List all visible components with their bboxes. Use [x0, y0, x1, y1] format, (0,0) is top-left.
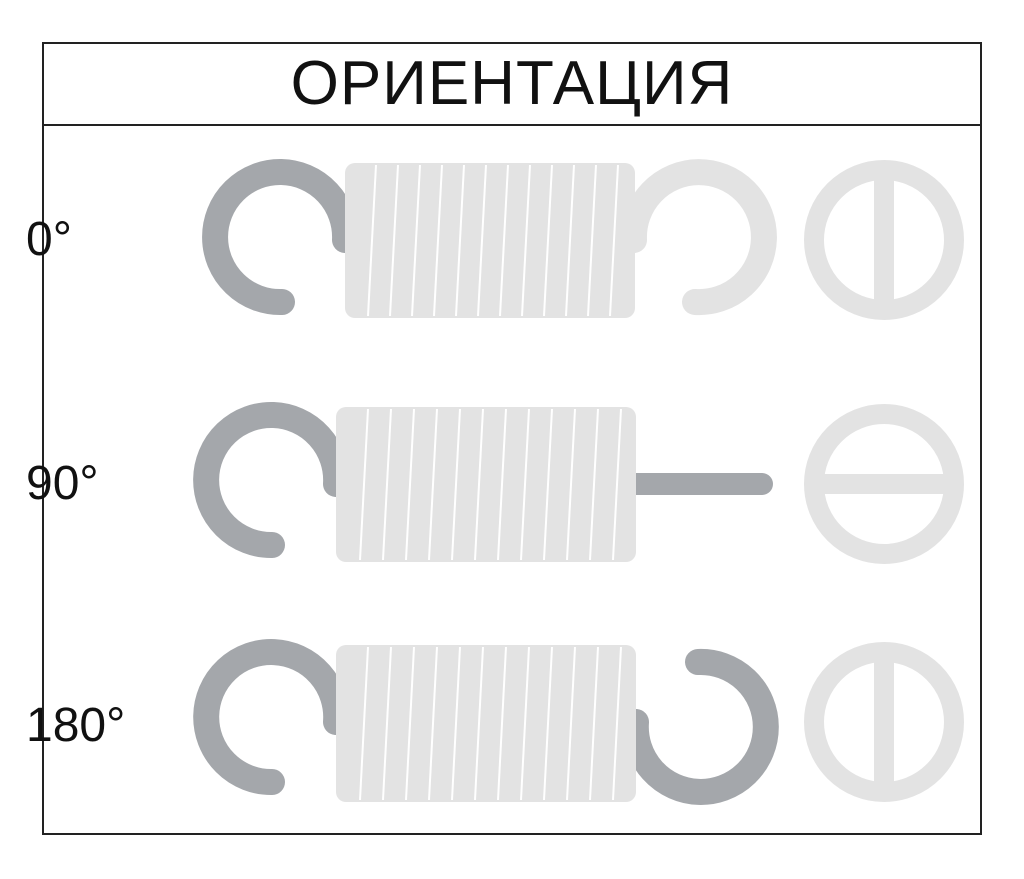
spring-row-180 — [193, 639, 964, 805]
orientation-circle-icon-180 — [804, 642, 964, 802]
row-label-0: 0° — [26, 213, 72, 266]
left-hook-icon — [193, 639, 350, 796]
spring-coil-icon — [345, 163, 635, 318]
left-hook-icon — [193, 402, 350, 559]
orientation-circle-icon-90 — [804, 404, 964, 564]
title-bar: ОРИЕНТАЦИЯ — [44, 44, 980, 126]
right-hook-icon — [622, 648, 779, 805]
row-label-90: 90° — [26, 457, 99, 510]
spring-coil-icon — [336, 407, 636, 562]
orientation-circle-icon-0 — [804, 160, 964, 320]
row-label-180: 180° — [26, 699, 126, 752]
spring-row-0 — [202, 159, 964, 320]
diagram-frame: ОРИЕНТАЦИЯ — [42, 42, 982, 835]
spring-coil-icon — [336, 645, 636, 802]
right-hook-icon — [620, 159, 777, 316]
diagram-title: ОРИЕНТАЦИЯ — [290, 49, 734, 118]
spring-row-90 — [193, 402, 964, 564]
left-hook-icon — [202, 159, 359, 316]
